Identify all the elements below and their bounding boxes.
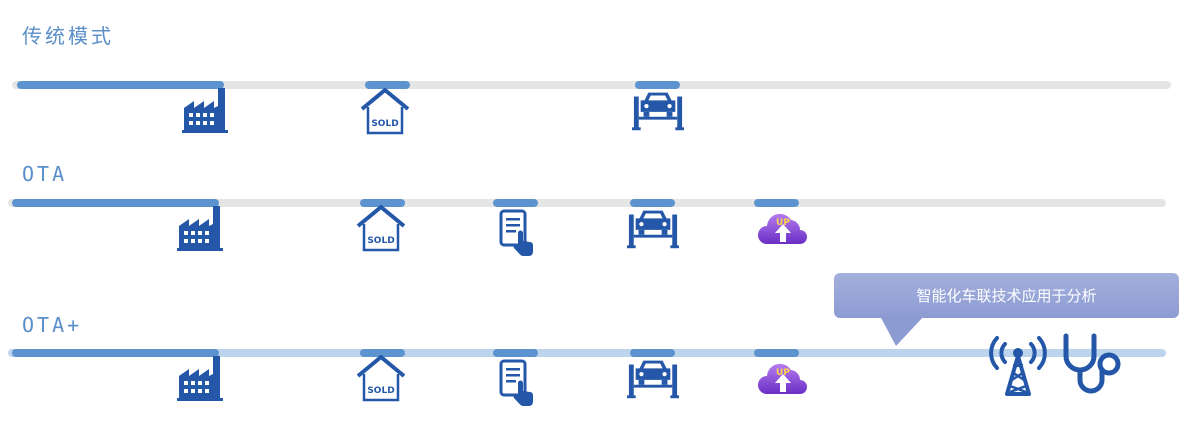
callout-tail — [880, 316, 924, 346]
factory-icon — [175, 202, 225, 252]
timeline-segment — [493, 199, 538, 207]
cloud-upload-icon: UP — [757, 358, 809, 398]
svg-text:UP: UP — [776, 218, 790, 228]
car-lift-icon — [632, 88, 684, 132]
cloud-upload-icon: UP — [757, 208, 809, 248]
timeline-segment — [630, 199, 675, 207]
factory-icon — [175, 352, 225, 402]
document-tap-icon — [498, 208, 538, 258]
timeline-segment — [360, 349, 405, 357]
timeline-track — [8, 349, 1166, 357]
document-tap-icon — [498, 358, 538, 408]
timeline-segment — [360, 199, 405, 207]
svg-text:SOLD: SOLD — [367, 236, 394, 246]
timeline-segment — [365, 81, 410, 89]
timeline-segment — [630, 349, 675, 357]
car-lift-icon — [627, 206, 679, 250]
sold-house-icon: SOLD — [356, 354, 406, 404]
timeline-segment — [754, 199, 799, 207]
timeline-segment — [635, 81, 680, 89]
callout-text: 智能化车联技术应用于分析 — [916, 287, 1097, 305]
timeline-segment — [17, 81, 224, 89]
timeline-segment — [12, 199, 219, 207]
antenna-icon — [983, 328, 1053, 398]
svg-text:SOLD: SOLD — [371, 119, 398, 129]
analysis-callout: 智能化车联技术应用于分析 — [834, 273, 1179, 318]
timeline-segment — [493, 349, 538, 357]
factory-icon — [180, 84, 230, 134]
svg-text:SOLD: SOLD — [367, 386, 394, 396]
row-label-traditional: 传统模式 — [22, 24, 114, 48]
stethoscope-icon — [1056, 330, 1126, 400]
sold-house-icon: SOLD — [360, 87, 410, 137]
timeline-track — [8, 199, 1166, 207]
timeline-segment — [12, 349, 219, 357]
car-lift-icon — [627, 356, 679, 400]
timeline-track — [12, 81, 1171, 89]
row-label-ota-plus: OTA+ — [22, 313, 83, 337]
timeline-segment — [754, 349, 799, 357]
svg-text:UP: UP — [776, 368, 790, 378]
row-label-ota: OTA — [22, 162, 68, 186]
sold-house-icon: SOLD — [356, 204, 406, 254]
